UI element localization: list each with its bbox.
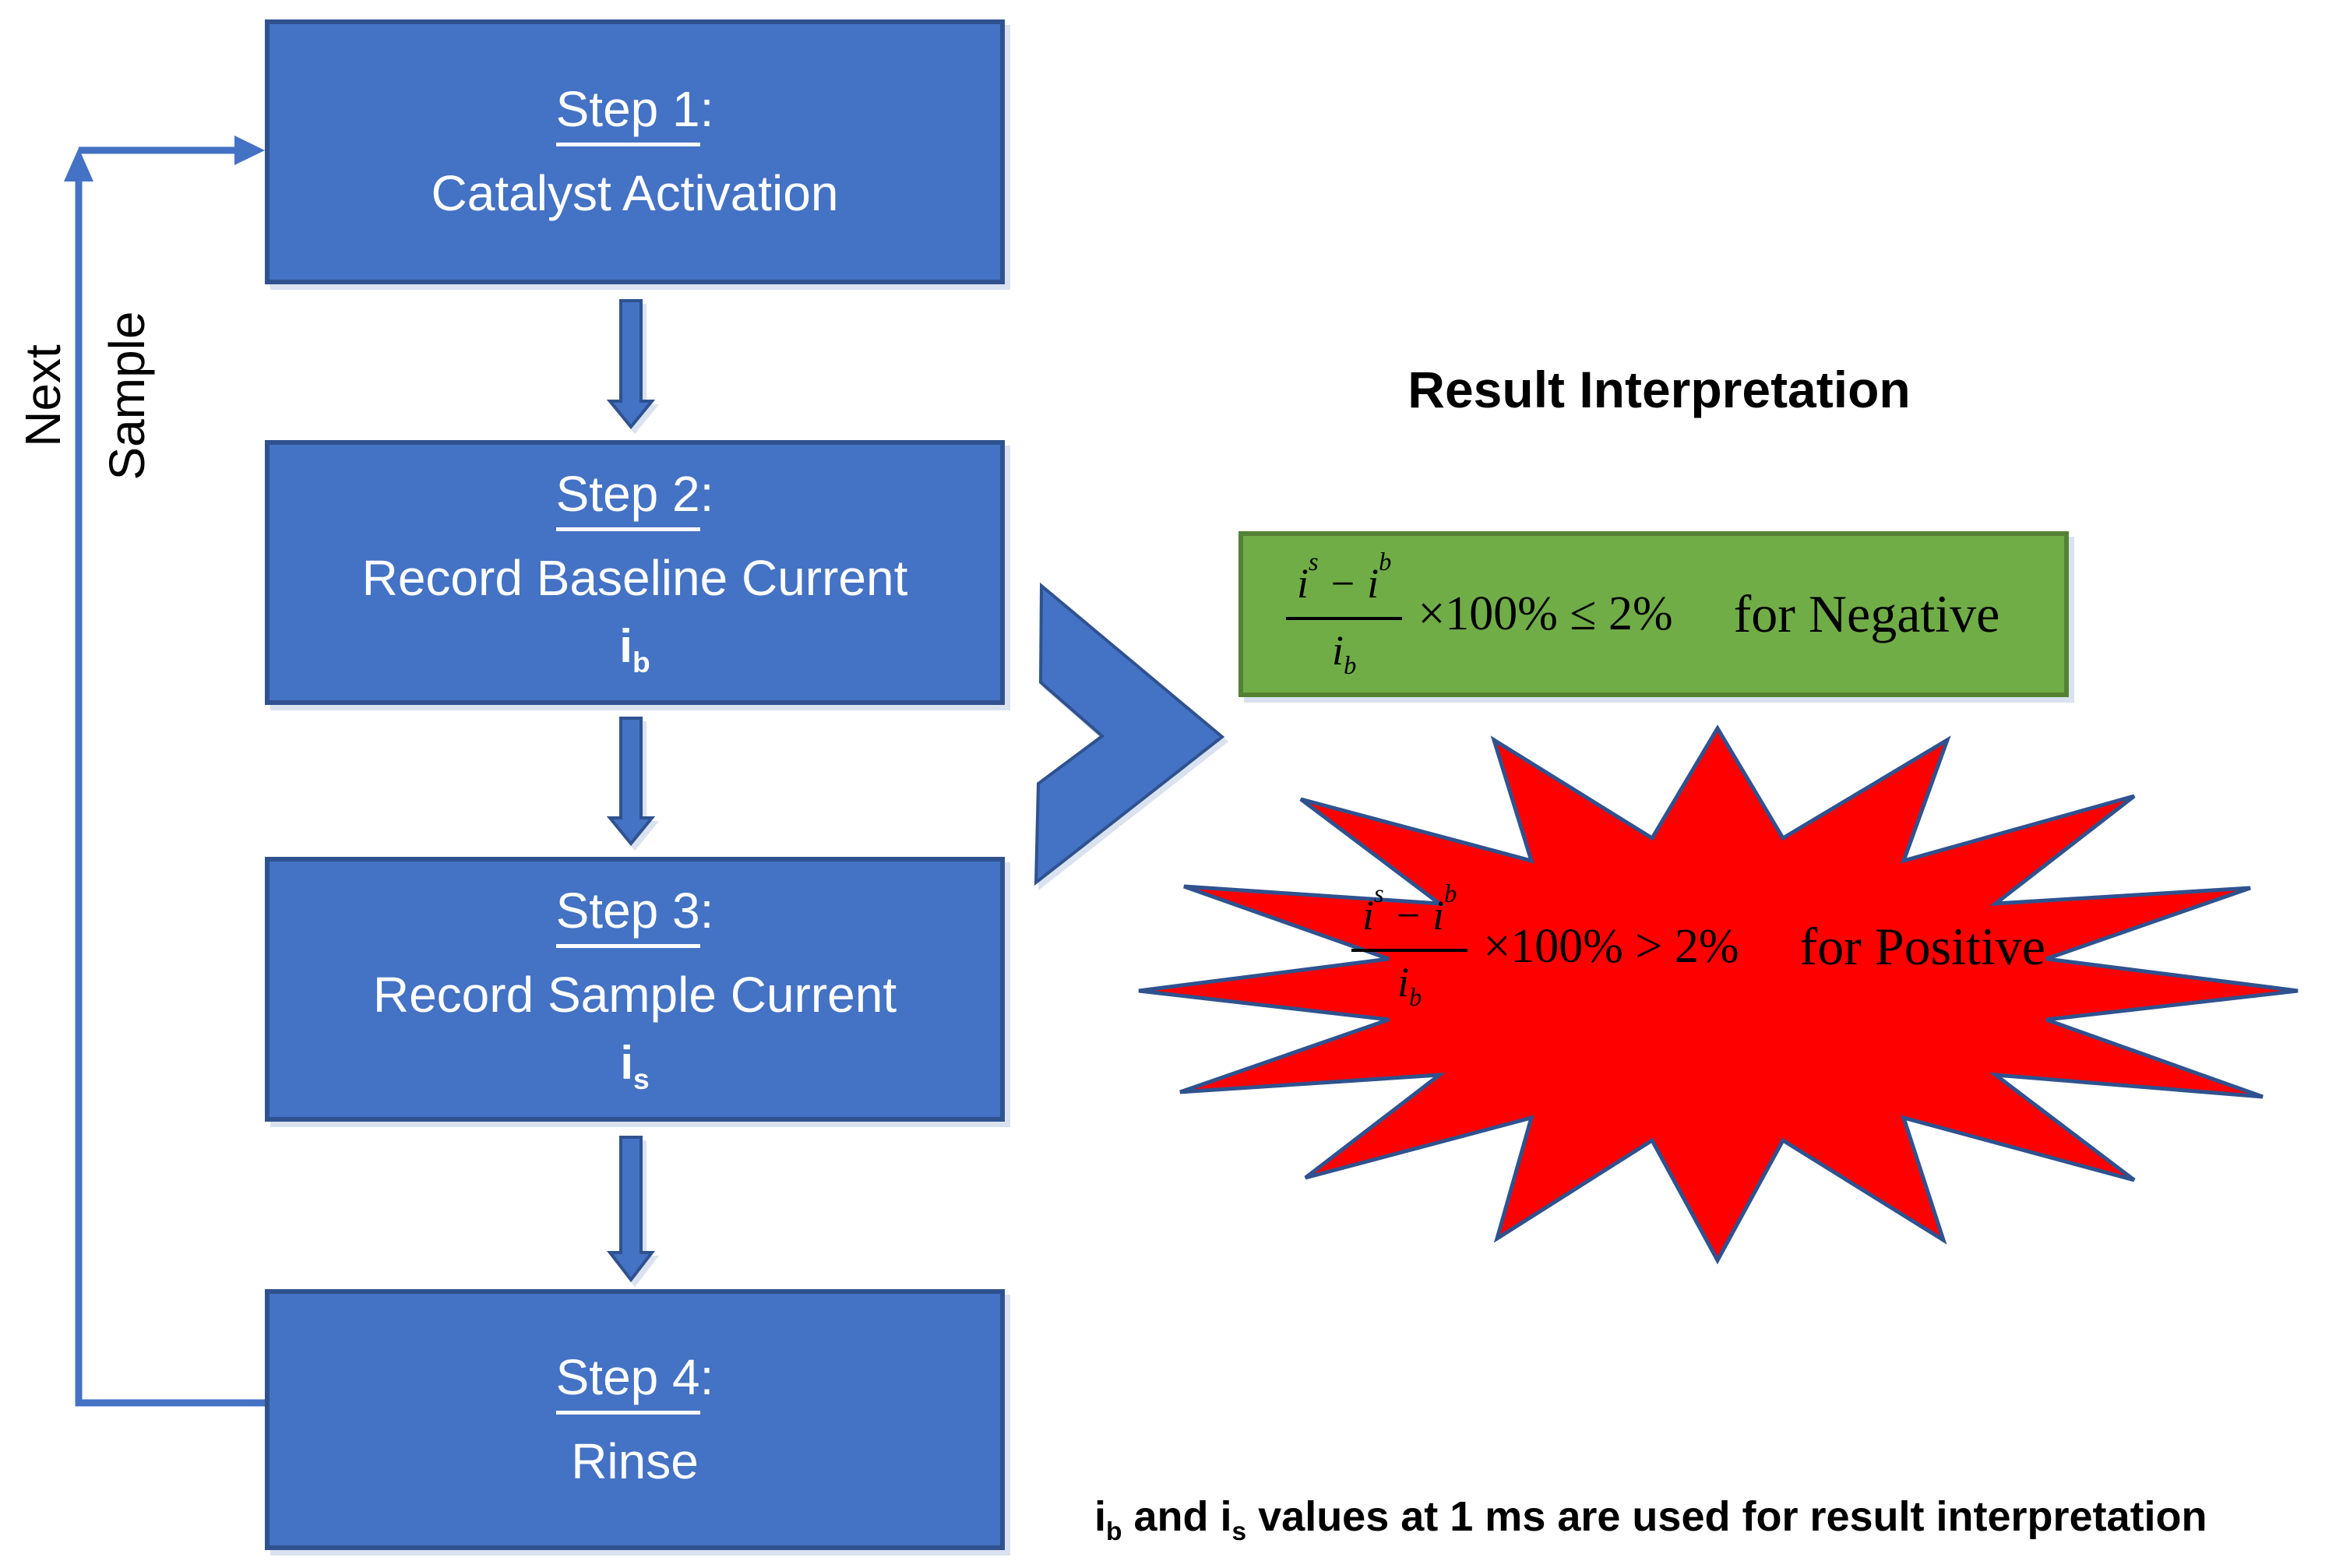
step-1-box: Step 1: Catalyst Activation (265, 19, 1005, 284)
footnote: ib and is values at 1 ms are used for re… (1094, 1492, 2207, 1547)
feedback-right-arrowhead (234, 136, 265, 165)
step-1-name: Step 1 (555, 81, 700, 147)
neg-minus: − (1330, 559, 1355, 607)
step-3-symbol: is (620, 1036, 649, 1096)
neg-num-i1: i (1297, 559, 1309, 607)
negative-denominator: ib (1332, 620, 1356, 678)
step-2-colon: : (699, 466, 714, 523)
chevron-arrow (1034, 582, 1225, 886)
flow-arrow-3 (606, 1136, 656, 1283)
footnote-i2-sub: s (1231, 1517, 1247, 1546)
negative-condition: ×100% ≤ 2% (1418, 587, 1673, 640)
step-4-colon: : (699, 1348, 714, 1405)
footnote-i2: is (1220, 1493, 1246, 1546)
step-2-symbol-sub: b (632, 646, 650, 679)
result-interpretation-title: Result Interpretation (1408, 361, 1911, 418)
footnote-i1-base: i (1094, 1493, 1107, 1540)
step-3-box: Step 3: Record Sample Current is (265, 857, 1005, 1122)
neg-den-i: i (1332, 626, 1344, 674)
footnote-i1: ib (1094, 1493, 1122, 1546)
pos-num-i1: i (1362, 892, 1375, 939)
flow-arrow-2 (606, 717, 656, 847)
step-2-box: Step 2: Record Baseline Current ib (265, 440, 1005, 705)
footnote-i2-base: i (1220, 1493, 1232, 1540)
step-2-symbol: ib (619, 619, 650, 679)
neg-den-i-sub: b (1344, 651, 1357, 680)
neg-num-i2: i (1367, 559, 1379, 607)
step-3-title: Step 3: (555, 883, 714, 949)
step-3-description: Record Sample Current (372, 966, 897, 1023)
footnote-and: and (1122, 1493, 1221, 1540)
step-2-name: Step 2 (555, 466, 700, 532)
step-3-name: Step 3 (555, 883, 700, 949)
feedback-up-arrowhead (64, 148, 93, 181)
step-1-colon: : (699, 81, 714, 138)
pos-minus: − (1396, 892, 1421, 939)
positive-verdict: for Positive (1799, 916, 2045, 976)
step-4-name: Step 4 (555, 1348, 700, 1415)
step-3-colon: : (699, 883, 714, 939)
positive-denominator: ib (1397, 952, 1422, 1010)
footnote-rest: values at 1 ms are used for result inter… (1246, 1493, 2207, 1540)
step-1-title: Step 1: (555, 81, 714, 147)
step-4-description: Rinse (571, 1432, 699, 1489)
positive-condition: ×100% > 2% (1483, 919, 1739, 973)
footnote-i1-sub: b (1106, 1517, 1122, 1546)
loop-label-next: Next (15, 344, 71, 447)
step-3-symbol-sub: s (632, 1062, 650, 1096)
step-3-symbol-base: i (620, 1037, 633, 1090)
flow-arrow-1 (606, 299, 656, 430)
step-4-title: Step 4: (555, 1348, 714, 1415)
step-1-description: Catalyst Activation (431, 165, 839, 221)
step-4-box: Step 4: Rinse (265, 1289, 1005, 1550)
negative-verdict: for Negative (1733, 584, 2000, 643)
loop-label-sample: Sample (99, 311, 155, 481)
step-2-symbol-base: i (619, 620, 632, 673)
pos-den-i: i (1397, 959, 1410, 1006)
pos-den-i-sub: b (1409, 983, 1422, 1012)
starburst-shape (1138, 724, 2299, 1265)
step-2-description: Record Baseline Current (361, 549, 908, 606)
feedback-loop-line (64, 136, 265, 1407)
step-2-title: Step 2: (555, 466, 714, 532)
pos-num-i2: i (1432, 892, 1445, 939)
